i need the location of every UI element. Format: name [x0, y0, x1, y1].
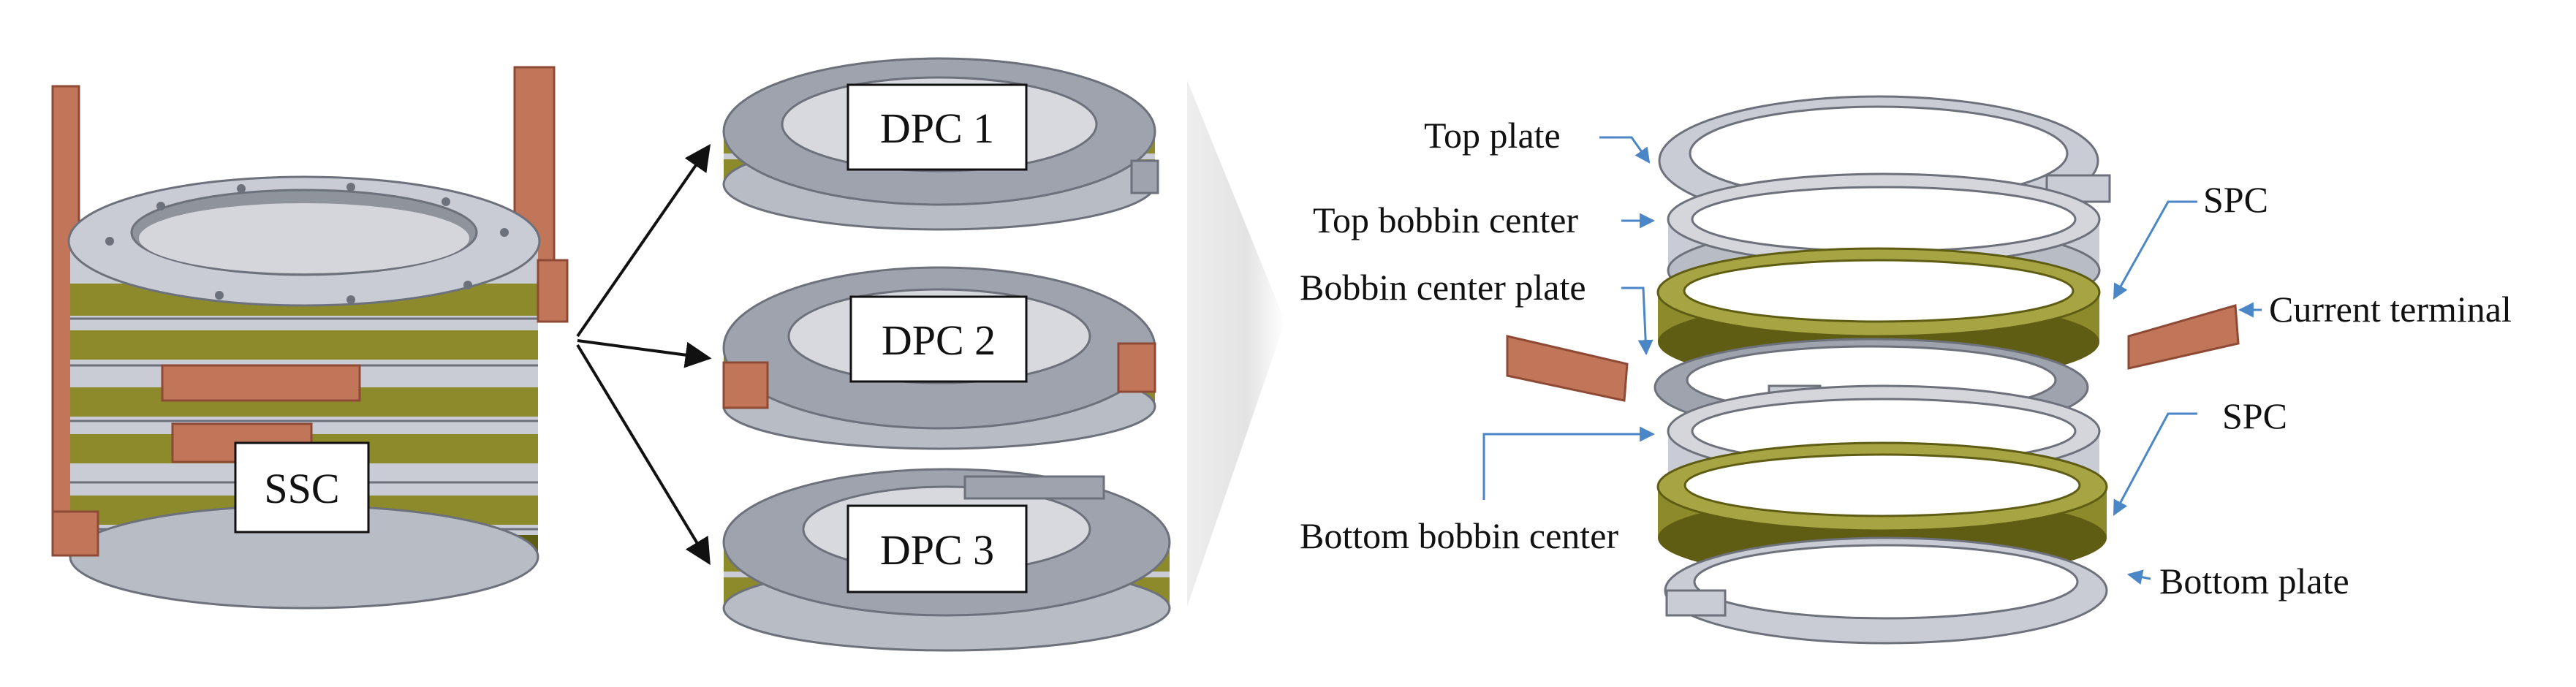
leader-lines [1482, 136, 2262, 585]
dpc-3-label: DPC 3 [880, 526, 994, 574]
ssc-terminal-4 [537, 259, 569, 323]
ssc-assembly: SSC [51, 66, 569, 610]
label-bottom-bobbin-center: Bottom bobbin center [1300, 515, 1618, 556]
current-terminal-right [2127, 304, 2240, 370]
label-current-terminal: Current terminal [2269, 289, 2512, 330]
dpc-1-label: DPC 1 [880, 105, 994, 152]
ssc-terminal-3 [51, 510, 99, 557]
exploded-stack [1506, 95, 2240, 645]
ssc-label-box [234, 441, 370, 534]
ssc-bolt-holes [105, 183, 509, 304]
dpc-3: DPC 3 [722, 468, 1171, 652]
ssc-label: SSC [264, 465, 339, 512]
current-terminal-left [1506, 335, 1629, 402]
label-spc-upper: SPC [2203, 179, 2268, 220]
label-spc-lower: SPC [2222, 395, 2287, 436]
label-top-bobbin-center: Top bobbin center [1313, 200, 1578, 240]
dpc-1-label-box [846, 83, 1028, 171]
expansion-wedge [1187, 80, 1285, 607]
ssc-terminal-1 [161, 364, 361, 402]
dpc-2-label: DPC 2 [882, 316, 996, 364]
bottom-plate-part [1664, 536, 2108, 645]
dpc-3-label-box [846, 504, 1028, 593]
label-bobbin-center-plate: Bobbin center plate [1300, 267, 1586, 308]
dpc-1: DPC 1 [722, 57, 1159, 231]
label-bottom-plate: Bottom plate [2159, 561, 2349, 601]
dpc-2-label-box [849, 295, 1028, 383]
dpc-2: DPC 2 [722, 266, 1156, 450]
label-top-plate: Top plate [1424, 115, 1561, 156]
ssc-to-dpc-arrows [576, 144, 712, 566]
